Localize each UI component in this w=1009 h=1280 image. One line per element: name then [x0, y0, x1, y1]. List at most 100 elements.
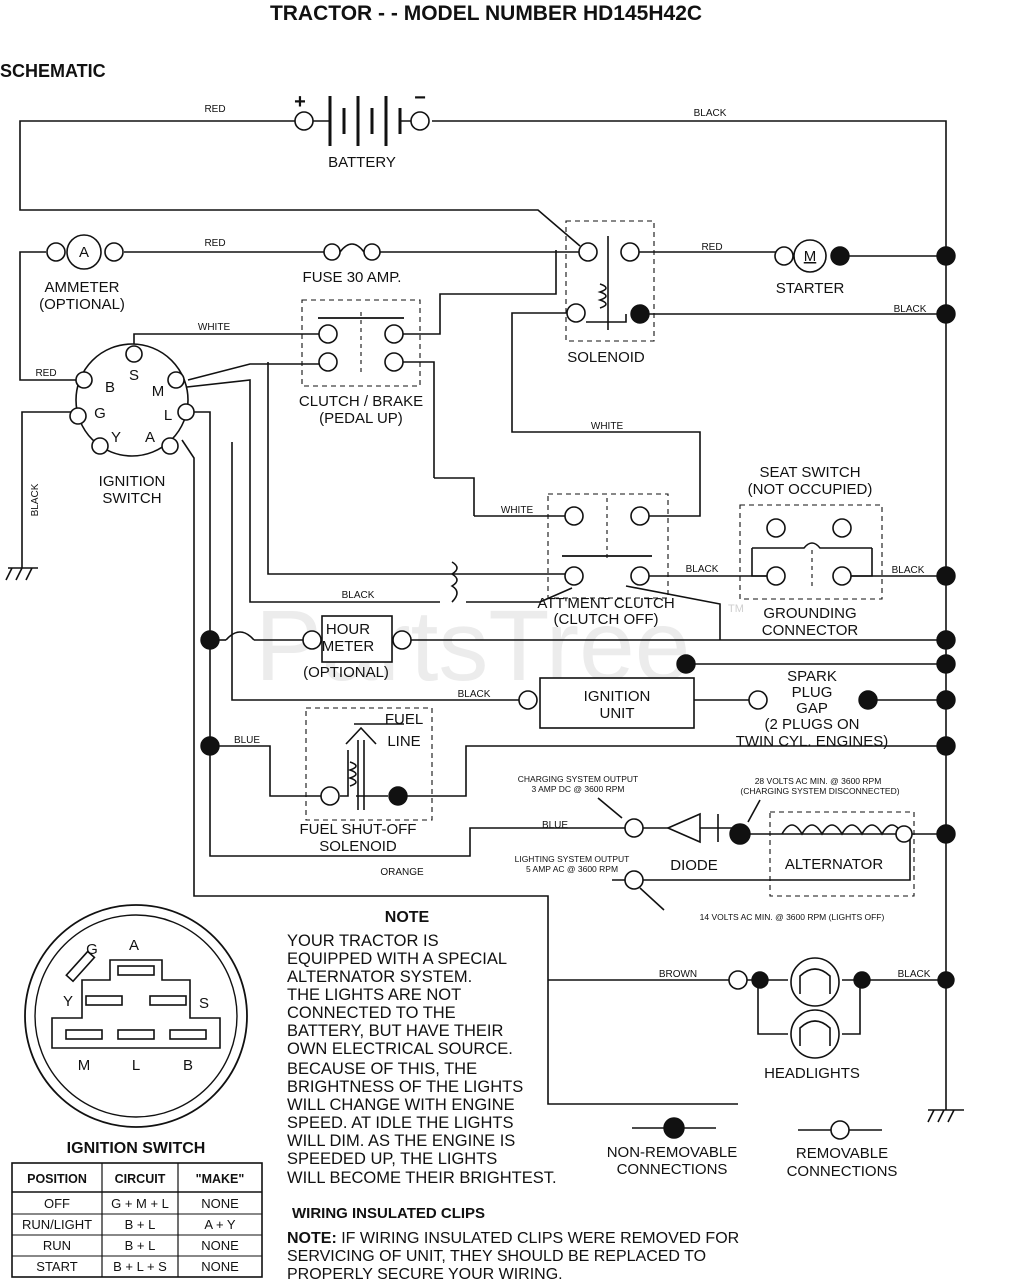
wire-label-blue: BLUE — [542, 820, 568, 831]
ignition-switch-face: G A Y S M L B IGNITION SWITCH — [24, 904, 248, 1157]
ign-terminal-M: M — [152, 383, 165, 400]
face-terminal-B: B — [183, 1057, 193, 1074]
wire-label-red: RED — [35, 368, 56, 379]
note-line: SPEEDED UP, THE LIGHTS — [287, 1150, 497, 1168]
ign-terminal-Y: Y — [111, 429, 121, 446]
fuel-solenoid-label-2: SOLENOID — [319, 838, 397, 855]
page-title: TRACTOR - - MODEL NUMBER HD145H42C — [270, 2, 702, 25]
table-header: POSITION — [27, 1172, 87, 1186]
face-terminal-Y: Y — [63, 993, 73, 1010]
seat-switch-label: SEAT SWITCH — [759, 464, 860, 481]
note-line: WILL BECOME THEIR BRIGHTEST. — [287, 1169, 557, 1187]
fuel-line-label-2: LINE — [387, 733, 420, 750]
table-cell: OFF — [44, 1196, 70, 1211]
clutch-brake-label: CLUTCH / BRAKE — [299, 393, 423, 410]
wire-label-brown: BROWN — [659, 969, 697, 980]
fuse-label: FUSE 30 AMP. — [303, 269, 402, 286]
section-title: SCHEMATIC — [0, 61, 106, 81]
table-cell: A + Y — [204, 1217, 236, 1232]
note-line: THE LIGHTS ARE NOT — [287, 986, 461, 1004]
wire-label-black: BLACK — [898, 969, 931, 980]
alternator-label: ALTERNATOR — [785, 856, 884, 873]
table-cell: G + M + L — [111, 1196, 169, 1211]
lights-off-label: 14 VOLTS AC MIN. @ 3600 RPM (LIGHTS OFF) — [700, 912, 885, 922]
wire-label-red: RED — [701, 242, 722, 253]
starter: M STARTER — [774, 239, 850, 297]
ammeter-symbol: A — [79, 244, 89, 261]
wire-label-white: WHITE — [501, 505, 534, 516]
table-header: "MAKE" — [196, 1172, 245, 1186]
legend: NON-REMOVABLE CONNECTIONS REMOVABLE CONN… — [607, 1117, 897, 1180]
ammeter-label: AMMETER — [45, 279, 120, 296]
grounding-connector-label-2: CONNECTOR — [762, 622, 859, 639]
ignition-switch-label: IGNITION — [99, 473, 166, 490]
ground-icon — [5, 567, 38, 581]
battery-minus-terminal — [410, 111, 430, 131]
clips-title: WIRING INSULATED CLIPS — [292, 1205, 485, 1222]
clutch-brake-sublabel: (PEDAL UP) — [319, 410, 403, 427]
table-cell: NONE — [201, 1259, 239, 1274]
ammeter: A AMMETER (OPTIONAL) — [39, 234, 125, 313]
table-cell: B + L — [125, 1217, 156, 1232]
face-terminal-S: S — [199, 995, 209, 1012]
ac-min-sublabel: (CHARGING SYSTEM DISCONNECTED) — [740, 786, 899, 796]
ign-terminal-L: L — [164, 407, 172, 424]
note-line: BATTERY, BUT HAVE THEIR — [287, 1022, 503, 1040]
note-line: ALTERNATOR SYSTEM. — [287, 968, 472, 986]
wires — [19, 120, 947, 1110]
removable-connection-icon — [830, 1120, 850, 1140]
table-cell: B + L — [125, 1238, 156, 1253]
clips-block: WIRING INSULATED CLIPS NOTE: IF WIRING I… — [287, 1205, 739, 1280]
non-removable-connection-icon — [663, 1117, 685, 1139]
table-header: CIRCUIT — [115, 1172, 166, 1186]
charging-system: CHARGING SYSTEM OUTPUT 3 AMP DC @ 3600 R… — [515, 774, 915, 922]
fuel-solenoid-label: FUEL SHUT-OFF — [300, 821, 417, 838]
face-terminal-M: M — [78, 1057, 91, 1074]
starter-label: STARTER — [776, 280, 845, 297]
attachment-clutch-switch: ATT'MENT CLUTCH (CLUTCH OFF) — [450, 493, 675, 628]
spark-plug-label-2: PLUG — [792, 684, 833, 701]
wire-label-black: BLACK — [894, 304, 927, 315]
ground-icon — [927, 1109, 964, 1123]
fuel-line-label: FUEL — [385, 711, 423, 728]
note-line: YOUR TRACTOR IS — [287, 932, 439, 950]
legend-non-removable-2: CONNECTIONS — [617, 1161, 728, 1178]
table-cell: NONE — [201, 1238, 239, 1253]
legend-non-removable: NON-REMOVABLE — [607, 1144, 738, 1161]
ignition-unit: IGNITION UNIT SPARK PLUG GAP (2 PLUGS ON… — [518, 668, 889, 750]
table-cell: NONE — [201, 1196, 239, 1211]
hour-meter-label: HOUR — [326, 621, 370, 638]
ac-min-label: 28 VOLTS AC MIN. @ 3600 RPM — [755, 776, 882, 786]
junction-dots — [200, 246, 956, 844]
grounding-connector-label: GROUNDING — [763, 605, 856, 622]
note-line: WILL CHANGE WITH ENGINE — [287, 1096, 515, 1114]
hour-meter-optional: (OPTIONAL) — [303, 664, 389, 681]
solenoid-label: SOLENOID — [567, 349, 645, 366]
clips-line-1: NOTE: IF WIRING INSULATED CLIPS WERE REM… — [287, 1230, 739, 1247]
wire-label-blue: BLUE — [234, 735, 260, 746]
diode-label: DIODE — [670, 857, 718, 874]
ign-terminal-S: S — [129, 367, 139, 384]
note-line: OWN ELECTRICAL SOURCE. — [287, 1040, 513, 1058]
ignition-unit-label: IGNITION — [584, 688, 651, 705]
attachment-clutch-sublabel: (CLUTCH OFF) — [554, 611, 659, 628]
wire-label-white: WHITE — [591, 421, 624, 432]
charging-output-value: 3 AMP DC @ 3600 RPM — [531, 784, 624, 794]
wire-label-red: RED — [204, 104, 225, 115]
headlights: HEADLIGHTS — [728, 957, 955, 1082]
table-cell: START — [36, 1259, 77, 1274]
headlights-label: HEADLIGHTS — [764, 1065, 860, 1082]
note-line: WILL DIM. AS THE ENGINE IS — [287, 1132, 515, 1150]
starter-symbol: M — [804, 248, 817, 265]
clips-line-2: SERVICING OF UNIT, THEY SHOULD BE REPLAC… — [287, 1248, 706, 1265]
ign-terminal-A: A — [145, 429, 155, 446]
hour-meter-label-2: METER — [322, 638, 375, 655]
wire-label-black: BLACK — [694, 108, 727, 119]
seat-switch-sublabel: (NOT OCCUPIED) — [748, 481, 873, 498]
spark-plug-note-2: TWIN CYL. ENGINES) — [736, 733, 889, 750]
lighting-output-label: LIGHTING SYSTEM OUTPUT — [515, 854, 630, 864]
wire-label-white: WHITE — [198, 322, 231, 333]
legend-removable: REMOVABLE — [796, 1145, 888, 1162]
note-title: NOTE — [385, 909, 430, 926]
spark-plug-note: (2 PLUGS ON — [764, 716, 859, 733]
